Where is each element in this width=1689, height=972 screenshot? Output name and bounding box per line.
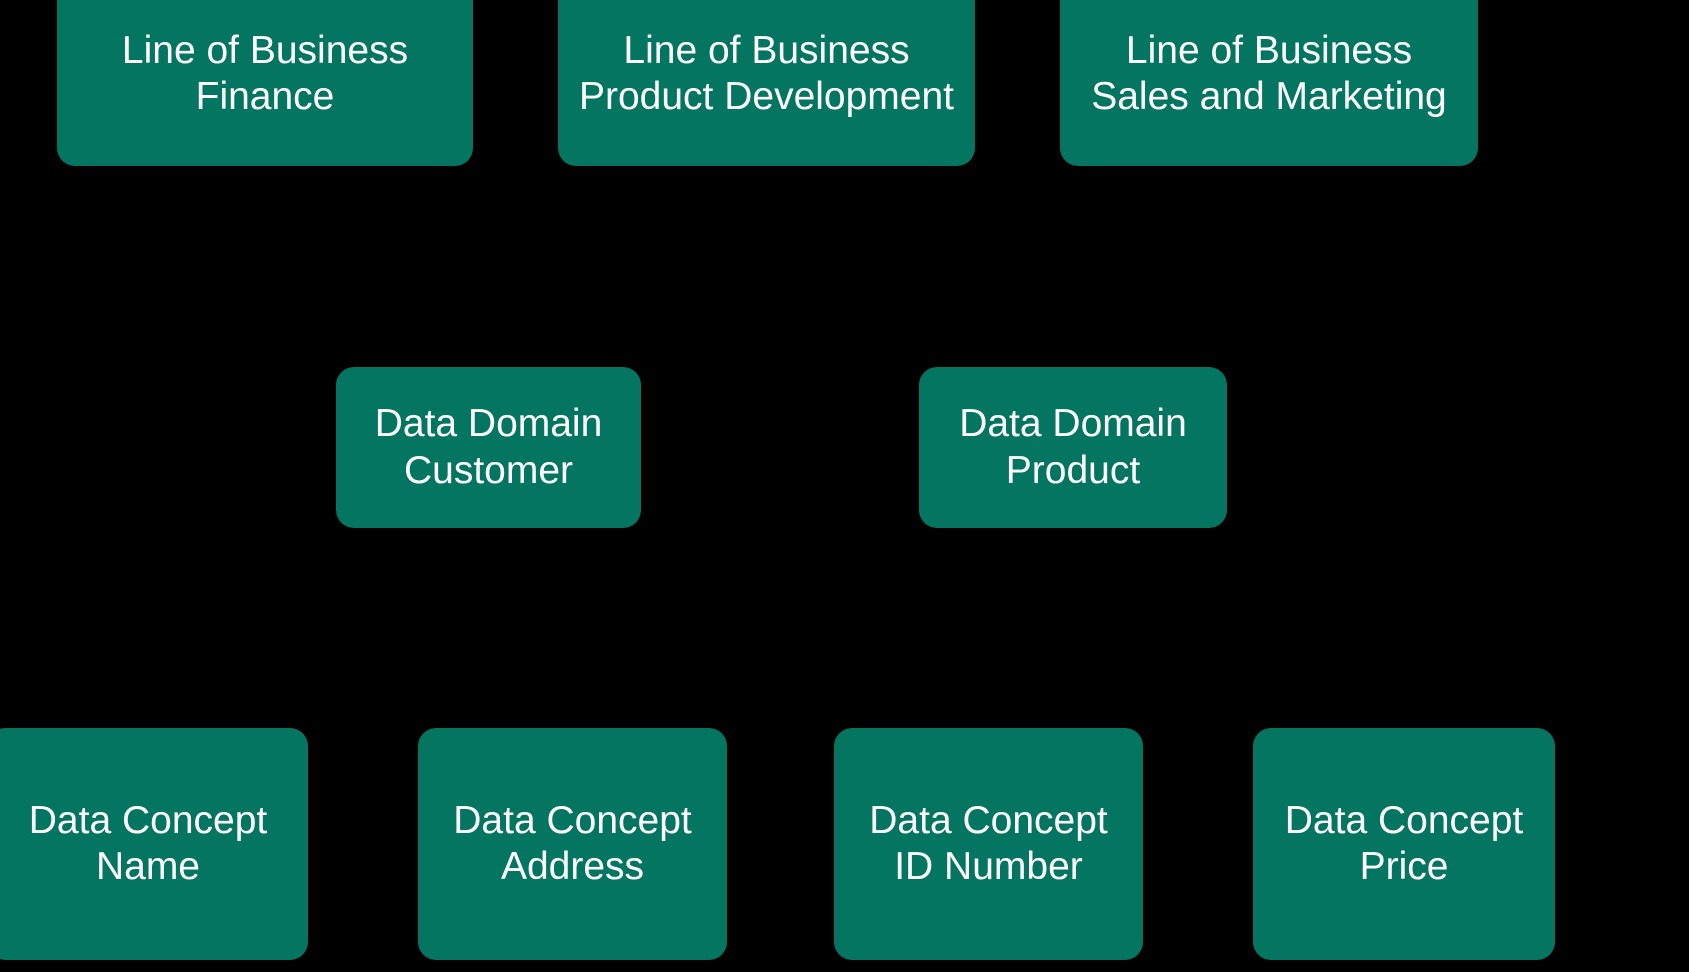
node-name-label: Address: [500, 845, 645, 888]
node-type-label: Line of Business: [623, 28, 910, 72]
node-type-label: Data Domain: [959, 402, 1187, 446]
node-type-label: Data Concept: [28, 798, 268, 842]
node-type-label: Data Concept: [453, 798, 692, 842]
node-name-label: Name: [95, 845, 201, 888]
node-type-label: Data Concept: [1284, 798, 1524, 842]
node-type-label: Data Concept: [869, 798, 1108, 842]
node-name-label: ID Number: [894, 845, 1083, 888]
node-type-label: Data Domain: [374, 402, 603, 446]
node-name-label: Customer: [403, 448, 574, 492]
node-name-label: Price: [1359, 845, 1449, 888]
node-type-label: Line of Business: [121, 28, 409, 72]
node-name-label: Finance: [195, 75, 335, 118]
node-name-label: Product: [1005, 448, 1141, 492]
node-name-label: Product Development: [578, 75, 955, 118]
node-name-label: Sales and Marketing: [1091, 75, 1447, 118]
node-type-label: Line of Business: [1125, 28, 1413, 72]
